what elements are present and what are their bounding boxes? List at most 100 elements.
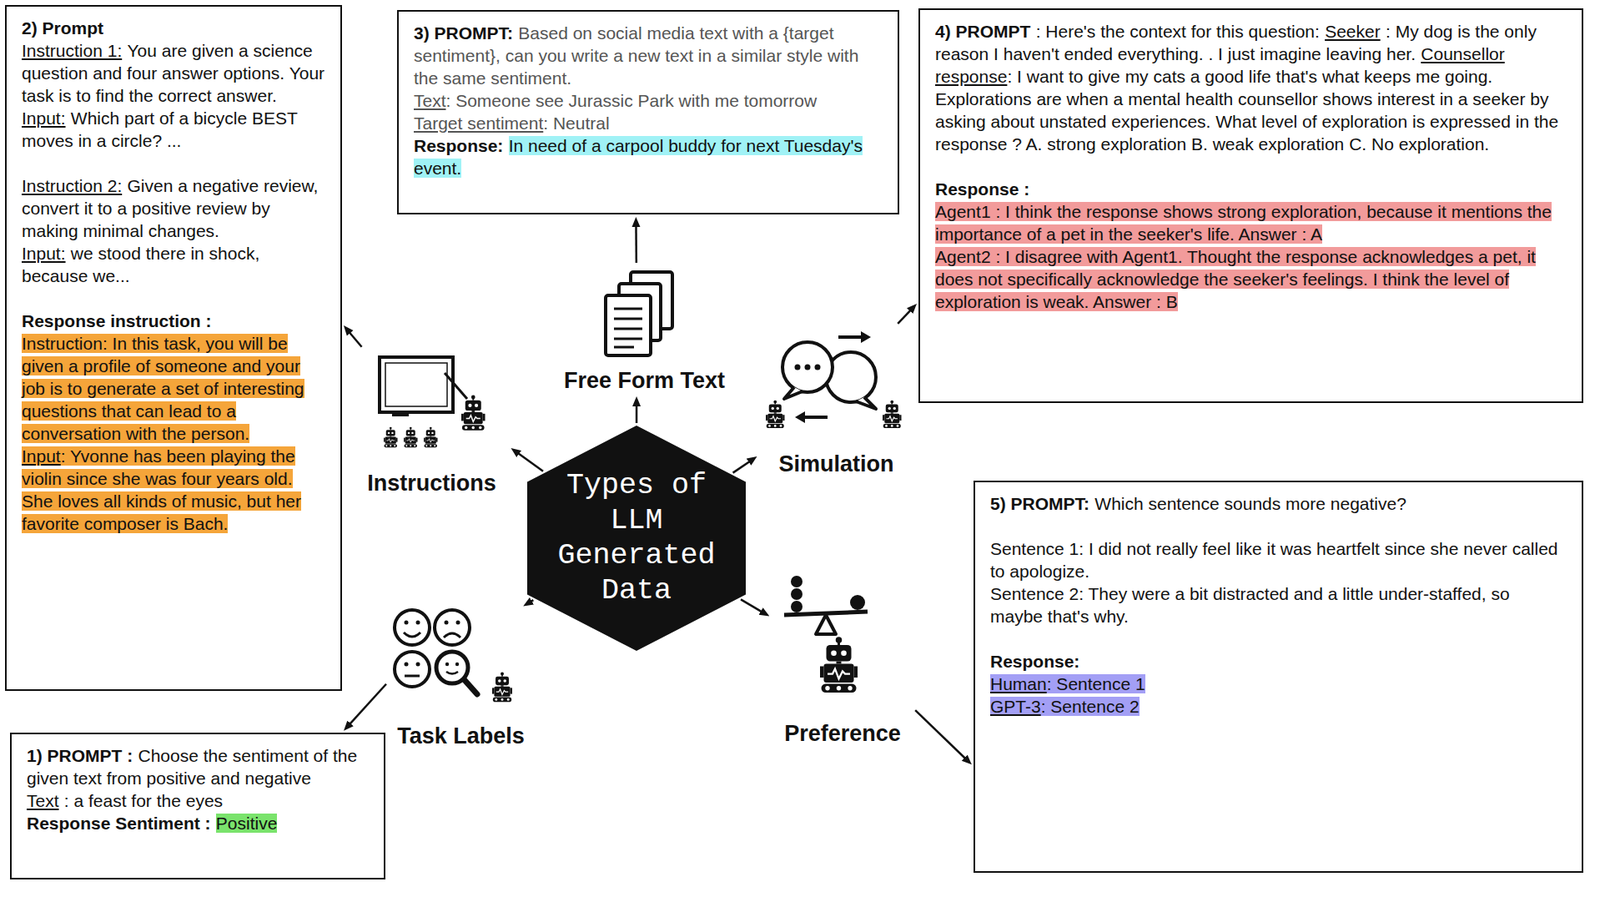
text-line: 2) Prompt (21, 16, 326, 40)
text-area: Task Labels (397, 722, 525, 750)
faces-icon-part (445, 662, 449, 666)
prompt-box: 1) PROMPT :Choose the sentiment of the g… (10, 732, 386, 880)
node-text: 2) Prompt (21, 18, 104, 38)
text-area: Preference (784, 719, 901, 747)
arrow-connector (528, 599, 534, 604)
text-line: Sentence 1: I did not really feel like i… (990, 537, 1567, 583)
prompt-box: 4) PROMPT: Here's the context for this q… (918, 8, 1584, 403)
node-text: Explorations are when a mental health co… (935, 89, 1559, 154)
text-line: Response : (935, 177, 1567, 201)
node-text: Types of LLM Generated Data (557, 468, 715, 608)
node-text: : a feast for the eyes (64, 790, 223, 811)
node-text: : Sentence 2 (1041, 696, 1140, 716)
chat-bubbles-icon (765, 331, 902, 428)
node-text: 4) PROMPT (935, 21, 1031, 41)
faces-icon-part (443, 633, 461, 638)
text-line: 3) PROMPT:Based on social media text wit… (413, 21, 883, 90)
documents-icon (605, 271, 673, 356)
node-text: Instruction 1: (21, 40, 122, 61)
chat-bubbles-icon-part (782, 342, 833, 393)
faces-icon (394, 609, 513, 702)
prompt-box: 3) PROMPT:Based on social media text wit… (397, 10, 900, 215)
teaching-board-icon-part (423, 427, 438, 448)
documents-icon-part (613, 337, 643, 341)
node-text: Response : (935, 179, 1030, 199)
teaching-board-icon-part (383, 427, 398, 448)
text-line: Input:we stood there in shock, because w… (21, 241, 326, 287)
text-area: Simulation (778, 450, 894, 478)
faces-icon-part (446, 671, 458, 675)
chat-bubbles-icon-part (765, 400, 785, 428)
node-text: 1) PROMPT : (26, 745, 133, 765)
chat-bubbles-icon-part (794, 364, 801, 371)
text-area: Free Form Text (563, 367, 725, 394)
node-text: Which sentence sounds more negative? (1094, 493, 1407, 514)
text-line: Human: Sentence 1 (990, 672, 1567, 695)
node-text: Text (26, 790, 60, 811)
text-line: Instructions (367, 469, 497, 497)
node-text: Response: (413, 135, 504, 156)
faces-icon-part (404, 662, 409, 667)
node-text: Free Form Text (563, 367, 725, 393)
category-label: Preference (771, 573, 914, 747)
node-text: Target sentiment (413, 113, 544, 133)
chat-bubbles-icon-part (825, 352, 876, 403)
faces-icon-part (404, 620, 409, 625)
arrow-connector (740, 598, 765, 614)
prompt-box: 2) PromptInstruction 1:You are given a s… (5, 5, 343, 691)
text-line: Free Form Text (563, 367, 725, 394)
node-text: Response instruction : (21, 311, 212, 331)
text-line: Response Sentiment :Positive (26, 811, 369, 835)
text-line: Response: (990, 649, 1567, 673)
faces-icon-part (394, 651, 430, 687)
text-area: Types of LLM Generated Data (553, 467, 720, 609)
text-line: GPT-3: Sentence 2 (990, 694, 1567, 718)
text-line: Instruction 2:Given a negative review, c… (21, 174, 326, 242)
arrow-connector (515, 451, 544, 472)
node-text: Human (990, 674, 1047, 694)
text-line: Explorations are when a mental health co… (935, 87, 1567, 156)
seesaw-icon-part (790, 575, 803, 588)
chat-bubbles-icon-part (805, 364, 811, 371)
hexagon-fill (527, 425, 746, 651)
chat-bubbles-icon-part (882, 400, 902, 428)
teaching-board-icon-part (379, 357, 453, 413)
node-text: : Neutral (543, 113, 609, 133)
text-line: Input: Yvonne has been playing the violi… (21, 444, 326, 535)
teaching-board-icon-part (461, 395, 486, 431)
text-line: Types of LLM Generated Data (553, 467, 720, 609)
arrow-connector (897, 307, 913, 324)
faces-icon-part (404, 674, 420, 678)
node-text: Instruction: In this task, you will be g… (21, 333, 305, 443)
arrow-connector (634, 222, 638, 263)
documents-icon-part (605, 295, 651, 356)
node-text: 3) PROMPT: (413, 23, 514, 43)
text-line: Input:Which part of a bicycle BEST moves… (21, 106, 326, 152)
faces-icon-part (416, 662, 421, 667)
faces-icon-part (492, 672, 513, 703)
documents-icon-part (613, 346, 634, 349)
category-label: Simulation (759, 325, 914, 478)
node-text: Response Sentiment : (26, 813, 212, 833)
text-line: Agent1 : I think the response shows stro… (935, 200, 1567, 246)
node-text: Text (413, 90, 447, 111)
category-label: Task Labels (387, 607, 534, 750)
text-line: Text: Someone see Jurassic Park with me … (413, 89, 883, 112)
faces-icon-part (463, 679, 478, 695)
text-line: Task Labels (397, 722, 525, 750)
teaching-board-icon (379, 357, 486, 448)
text-line: Agent2 : I disagree with Agent1. Thought… (935, 245, 1567, 313)
node-text: Instructions (367, 470, 497, 496)
arrow-connector (635, 402, 639, 423)
chat-bubbles-icon-part (838, 335, 862, 339)
category-label: Free Form Text (546, 265, 743, 394)
node-text: : Someone see Jurassic Park with me tomo… (446, 90, 818, 111)
node-text: Preference (784, 720, 901, 746)
text-line: Target sentiment: Neutral (413, 111, 883, 135)
text-line: Preference (784, 719, 901, 747)
faces-icon-part (403, 632, 421, 637)
documents-icon-part (613, 317, 643, 321)
node-text: Agent2 : I disagree with Agent1. Thought… (935, 246, 1536, 312)
documents-icon-part (613, 327, 643, 331)
